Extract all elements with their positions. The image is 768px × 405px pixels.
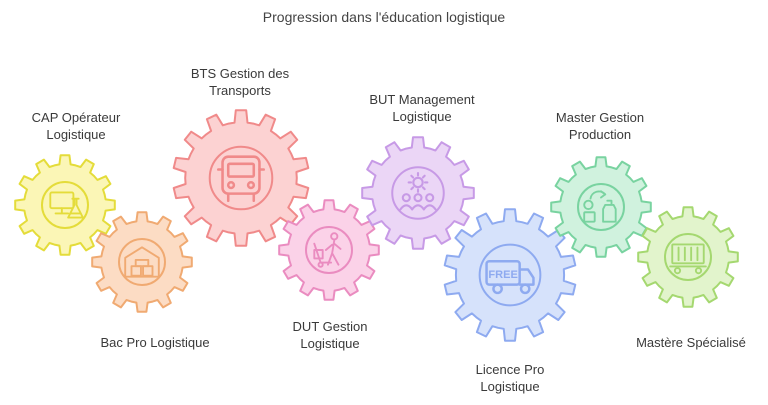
gear-body [637, 206, 739, 308]
production-cycle-icon [583, 190, 617, 223]
gear-4 [278, 199, 380, 301]
stage-label-cap: CAP Opérateur Logistique [31, 110, 121, 142]
gear-body [172, 109, 310, 247]
gear-body [550, 156, 652, 258]
warehouse-icon [124, 246, 160, 278]
gear-hub [118, 238, 166, 286]
stage-label-but: BUT Management Logistique [369, 92, 475, 124]
cargo-container-icon [669, 243, 707, 275]
gear-5 [361, 136, 475, 250]
team-management-icon [399, 172, 437, 211]
gear-body [361, 136, 475, 250]
gear-hub [391, 166, 445, 220]
gear-body [91, 211, 193, 313]
free-delivery-truck-icon: FREE [485, 259, 535, 295]
gear-8 [637, 206, 739, 308]
gear-body [14, 154, 116, 256]
gear-hub [664, 233, 712, 281]
stage-label-bts: BTS Gestion des Transports [190, 66, 290, 98]
gear-hub [208, 145, 274, 211]
stage-label-dut: DUT Gestion Logistique [292, 319, 368, 351]
gear-7 [550, 156, 652, 258]
stage-label-bac-pro: Bac Pro Logistique [100, 335, 210, 350]
stage-label-mastere: Mastère Spécialisé [636, 335, 746, 350]
stage-label-licence-pro: Licence Pro Logistique [475, 362, 545, 394]
gear-2 [91, 211, 193, 313]
svg-text:FREE: FREE [488, 269, 517, 281]
stage-label-master: Master Gestion Production [555, 110, 645, 142]
gear-1 [14, 154, 116, 256]
hand-truck-icon [313, 232, 342, 268]
gear-hub [41, 181, 89, 229]
gear-hub [577, 183, 625, 231]
gear-hub [305, 226, 353, 274]
gear-hub [478, 243, 542, 307]
lab-computer-icon [49, 191, 84, 219]
gear-body [278, 199, 380, 301]
gear-6: FREE [443, 208, 577, 342]
bus-icon [217, 155, 265, 202]
gear-body [443, 208, 577, 342]
gear-3 [172, 109, 310, 247]
diagram-title: Progression dans l'éducation logistique [262, 9, 506, 25]
